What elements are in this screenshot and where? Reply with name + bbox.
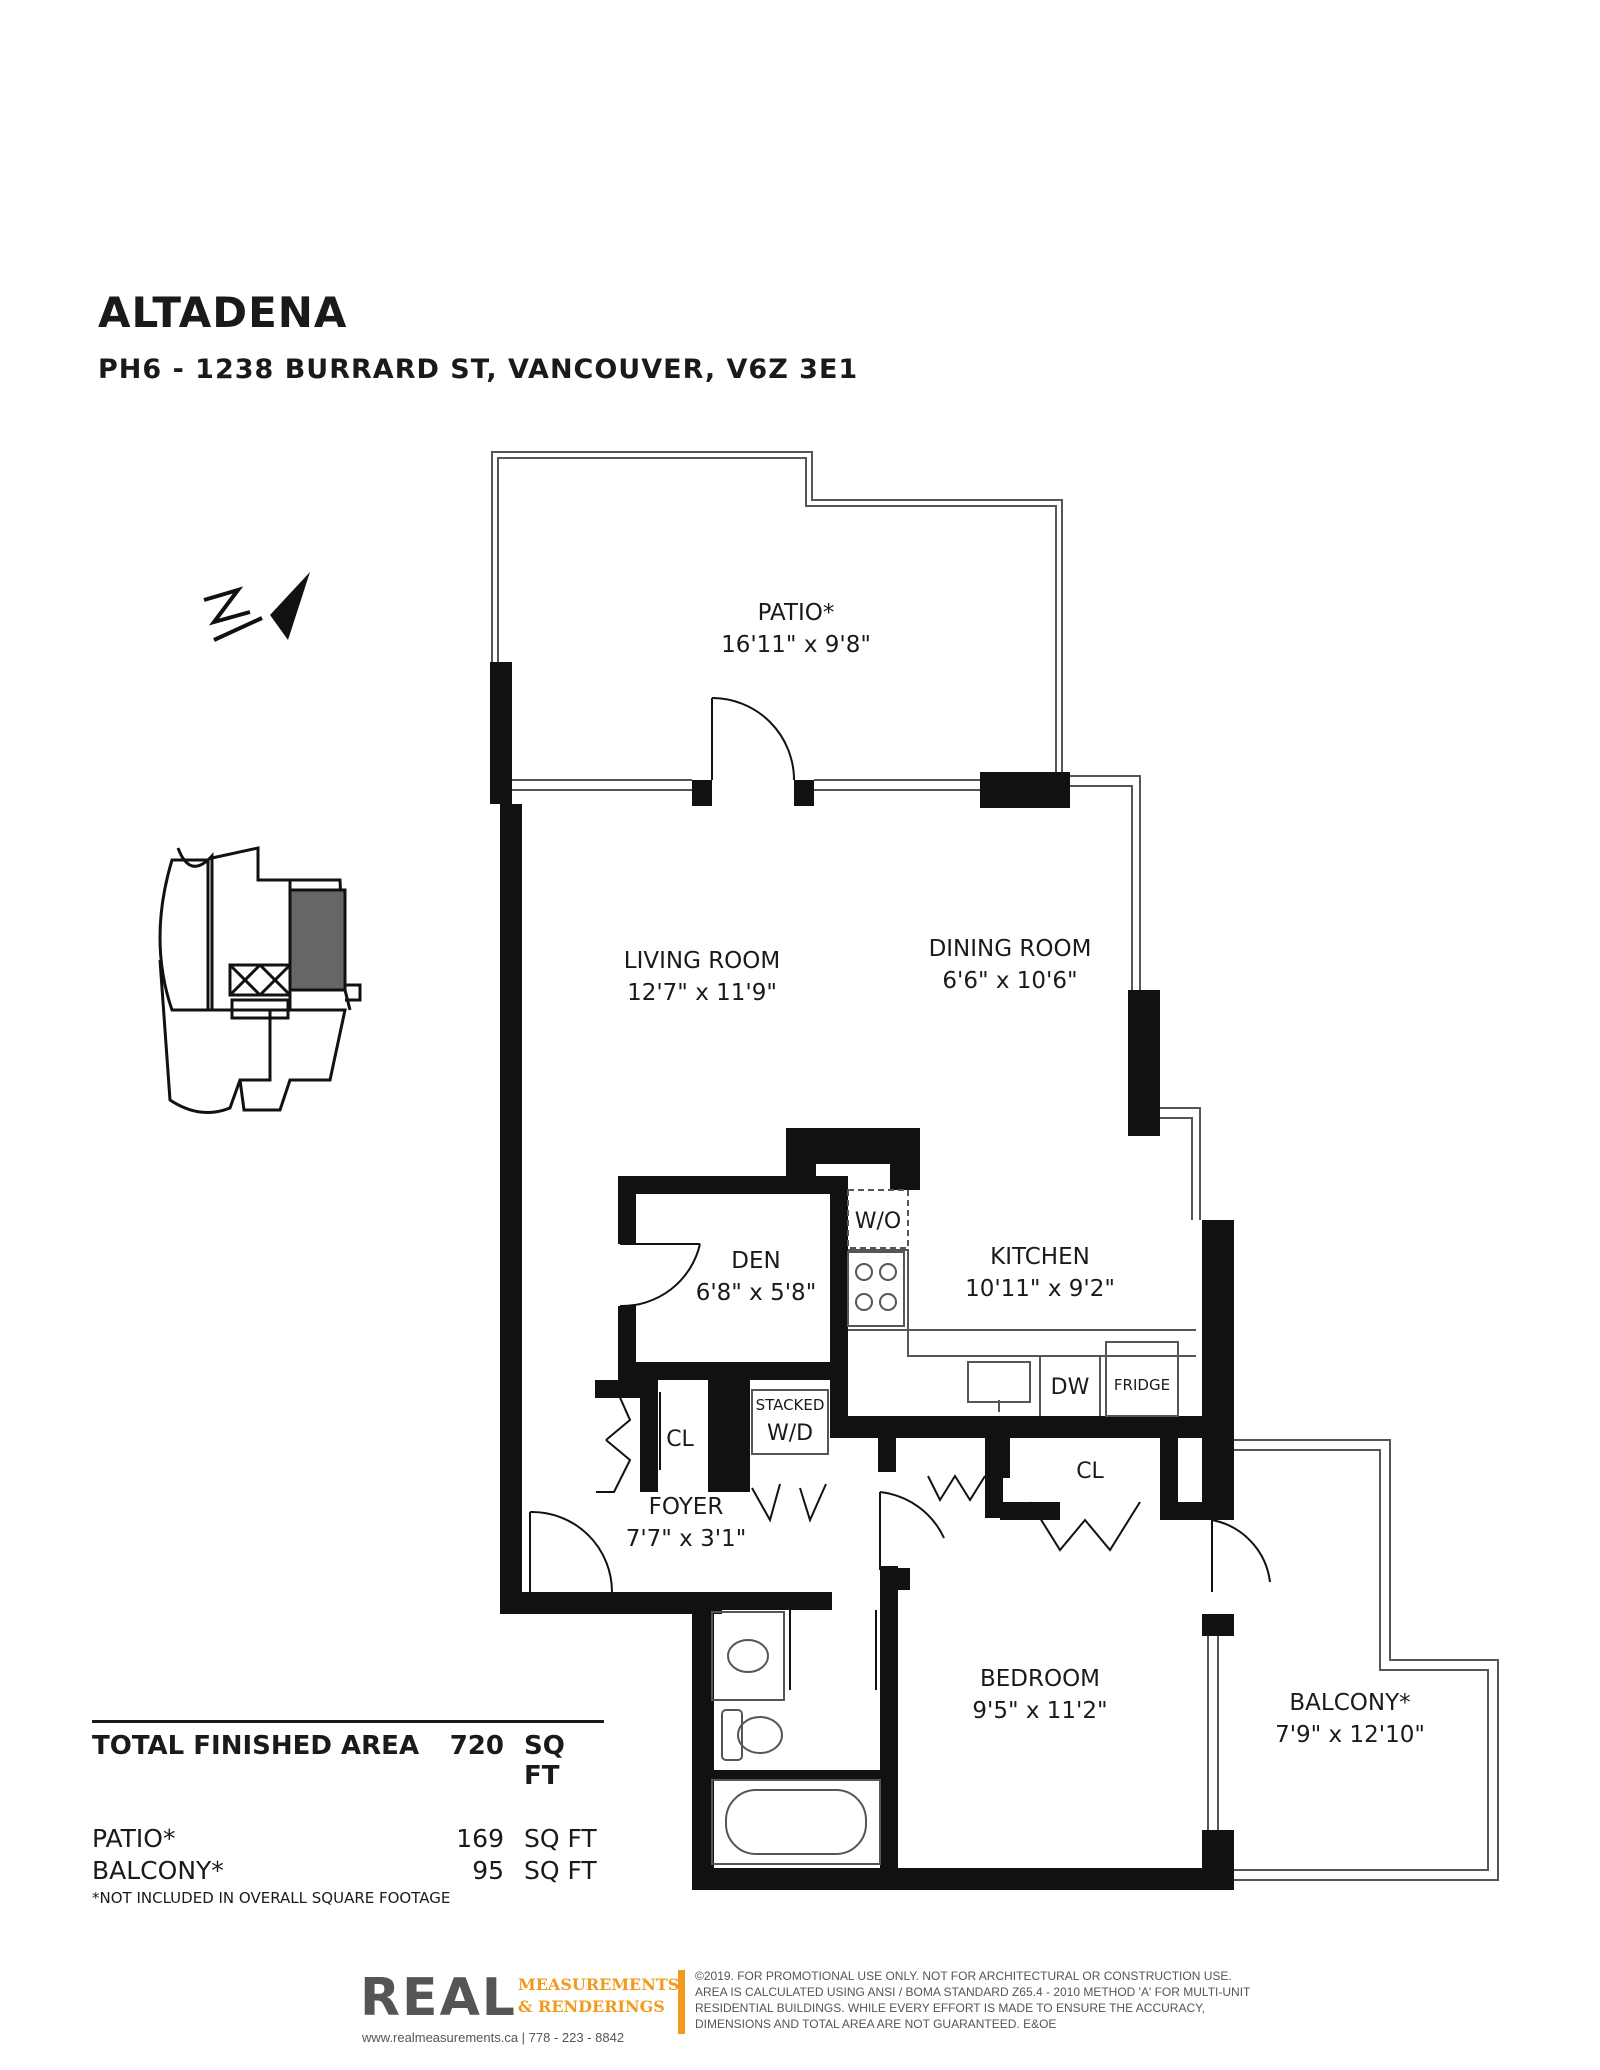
toilet-icon [721, 1709, 783, 1761]
patio-area-label: PATIO* [92, 1824, 176, 1853]
patio-area-unit: SQ FT [524, 1824, 597, 1853]
building-name: ALTADENA [98, 288, 348, 337]
patio-dims: 16'11" x 9'8" [721, 632, 871, 658]
washer-dryer-label: W/D [767, 1421, 813, 1446]
patio-name: PATIO* [758, 600, 835, 626]
window-lines [512, 775, 1219, 1830]
stove-icon [847, 1251, 905, 1327]
kitchen-dims: 10'11" x 9'2" [965, 1276, 1115, 1302]
tagline-line-2: & RENDERINGS [518, 1997, 665, 2016]
disclaimer: ©2019. FOR PROMOTIONAL USE ONLY. NOT FOR… [695, 1969, 1251, 2031]
balcony-area-unit: SQ FT [524, 1856, 597, 1885]
bathtub-icon [711, 1779, 881, 1865]
bathroom-door [789, 1610, 877, 1690]
fridge-label: FRIDGE [1114, 1376, 1170, 1394]
living-room-dims: 12'7" x 11'9" [627, 980, 777, 1006]
sink-icon [711, 1611, 785, 1701]
den-name: DEN [731, 1248, 780, 1274]
company-logo: REAL [360, 1968, 517, 2028]
bedroom-closet-label: CL [1076, 1459, 1104, 1484]
building-keyplan-icon [158, 846, 362, 1114]
den-dims: 6'8" x 5'8" [696, 1280, 817, 1306]
sink-icon [967, 1361, 1031, 1412]
dishwasher-label: DW [1051, 1375, 1090, 1400]
area-footnote: *NOT INCLUDED IN OVERALL SQUARE FOOTAGE [92, 1889, 451, 1907]
bedroom-dims: 9'5" x 11'2" [972, 1698, 1107, 1724]
den-door [619, 1243, 701, 1308]
balcony-name: BALCONY* [1289, 1690, 1410, 1716]
balcony-area-row: BALCONY* 95 SQ FT [92, 1855, 604, 1887]
wine-cooler-label: W/O [855, 1209, 901, 1234]
foyer-name: FOYER [649, 1494, 724, 1520]
dining-room-dims: 6'6" x 10'6" [942, 968, 1077, 994]
total-area-unit: SQ FT [524, 1731, 565, 1791]
footer: REAL MEASUREMENTS & RENDERINGS www.realm… [360, 1968, 1250, 2048]
footer-divider [678, 1970, 685, 2034]
patio-outline [491, 451, 1063, 772]
stacked-label: STACKED [756, 1396, 825, 1414]
total-area-value: 720 [449, 1731, 504, 1761]
balcony-outline [1234, 1439, 1499, 1881]
exterior-walls [490, 662, 1234, 1890]
closet-doors [596, 1383, 1141, 1552]
total-area-label: TOTAL FINISHED AREA [92, 1731, 420, 1761]
foyer-closet-label: CL [666, 1427, 694, 1452]
living-room-name: LIVING ROOM [624, 948, 781, 974]
balcony-dims: 7'9" x 12'10" [1275, 1722, 1425, 1748]
unit-address: PH6 - 1238 BURRARD ST, VANCOUVER, V6Z 3E… [98, 354, 859, 385]
balcony-area-value: 95 [472, 1856, 504, 1885]
company-tagline: MEASUREMENTS & RENDERINGS [518, 1974, 679, 2018]
patio-area-value: 169 [456, 1824, 504, 1853]
north-arrow-icon [203, 572, 310, 642]
washer-dryer [751, 1389, 829, 1455]
kitchen-counter [847, 1189, 1196, 1417]
patio-area-row: PATIO* 169 SQ FT [92, 1823, 604, 1855]
foyer-dims: 7'7" x 3'1" [626, 1526, 747, 1552]
dining-room-name: DINING ROOM [929, 936, 1092, 962]
tagline-line-1: MEASUREMENTS [518, 1975, 680, 1994]
total-area-row: TOTAL FINISHED AREA 720 SQ FT [92, 1720, 604, 1791]
patio-door [711, 697, 795, 781]
balcony-area-label: BALCONY* [92, 1856, 224, 1885]
interior-walls [595, 1128, 1230, 1890]
area-summary: TOTAL FINISHED AREA 720 SQ FT PATIO* 169… [92, 1720, 604, 1907]
kitchen-name: KITCHEN [990, 1244, 1090, 1270]
company-contact: www.realmeasurements.ca | 778 - 223 - 88… [362, 2030, 625, 2045]
bedroom-name: BEDROOM [980, 1666, 1100, 1692]
entry-door [529, 1491, 1271, 1593]
